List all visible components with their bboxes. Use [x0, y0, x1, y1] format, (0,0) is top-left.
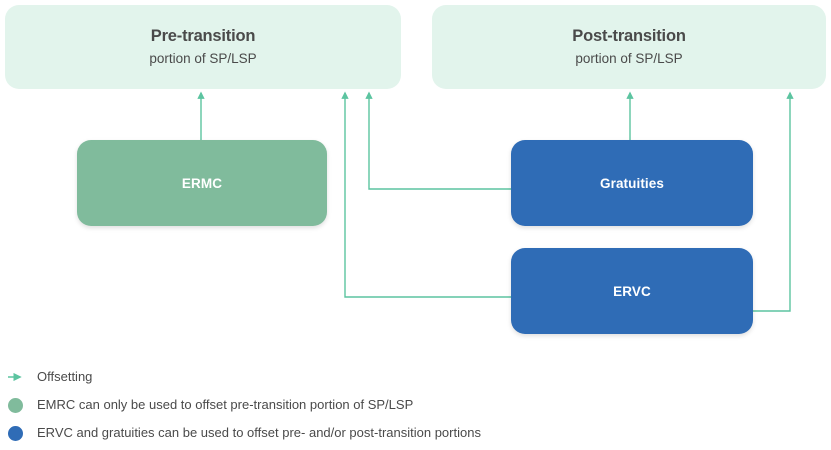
- node-ervc: ERVC: [511, 248, 753, 334]
- band-pre-transition-title: Pre-transition: [150, 27, 256, 45]
- band-post-transition-subtitle: portion of SP/LSP: [575, 50, 683, 66]
- legend-item-emrc: EMRC can only be used to offset pre-tran…: [7, 391, 827, 419]
- legend-item-offsetting-label: Offsetting: [37, 368, 93, 384]
- connector-ervc-to-pre: [341, 91, 511, 298]
- legend-item-ervc: ERVC and gratuities can be used to offse…: [7, 419, 827, 447]
- band-post-transition: Post-transition portion of SP/LSP: [432, 5, 826, 89]
- legend-item-ervc-label: ERVC and gratuities can be used to offse…: [37, 424, 481, 440]
- blue-dot-icon: [7, 425, 37, 441]
- legend: Offsetting EMRC can only be used to offs…: [7, 363, 827, 447]
- legend-item-offsetting: Offsetting: [7, 363, 827, 391]
- band-post-transition-title: Post-transition: [572, 27, 686, 45]
- node-gratuities: Gratuities: [511, 140, 753, 226]
- node-ervc-label: ERVC: [613, 283, 651, 299]
- node-ermc: ERMC: [77, 140, 327, 226]
- node-ermc-label: ERMC: [181, 175, 223, 191]
- band-pre-transition: Pre-transition portion of SP/LSP: [5, 5, 401, 89]
- legend-item-emrc-label: EMRC can only be used to offset pre-tran…: [37, 396, 414, 412]
- connector-gratuities-to-pre: [365, 91, 511, 190]
- node-gratuities-label: Gratuities: [599, 175, 665, 191]
- connector-ervc-to-post: [753, 91, 794, 312]
- green-dot-icon: [7, 397, 37, 413]
- offsetting-arrow-icon: [7, 371, 37, 383]
- band-pre-transition-subtitle: portion of SP/LSP: [149, 50, 257, 66]
